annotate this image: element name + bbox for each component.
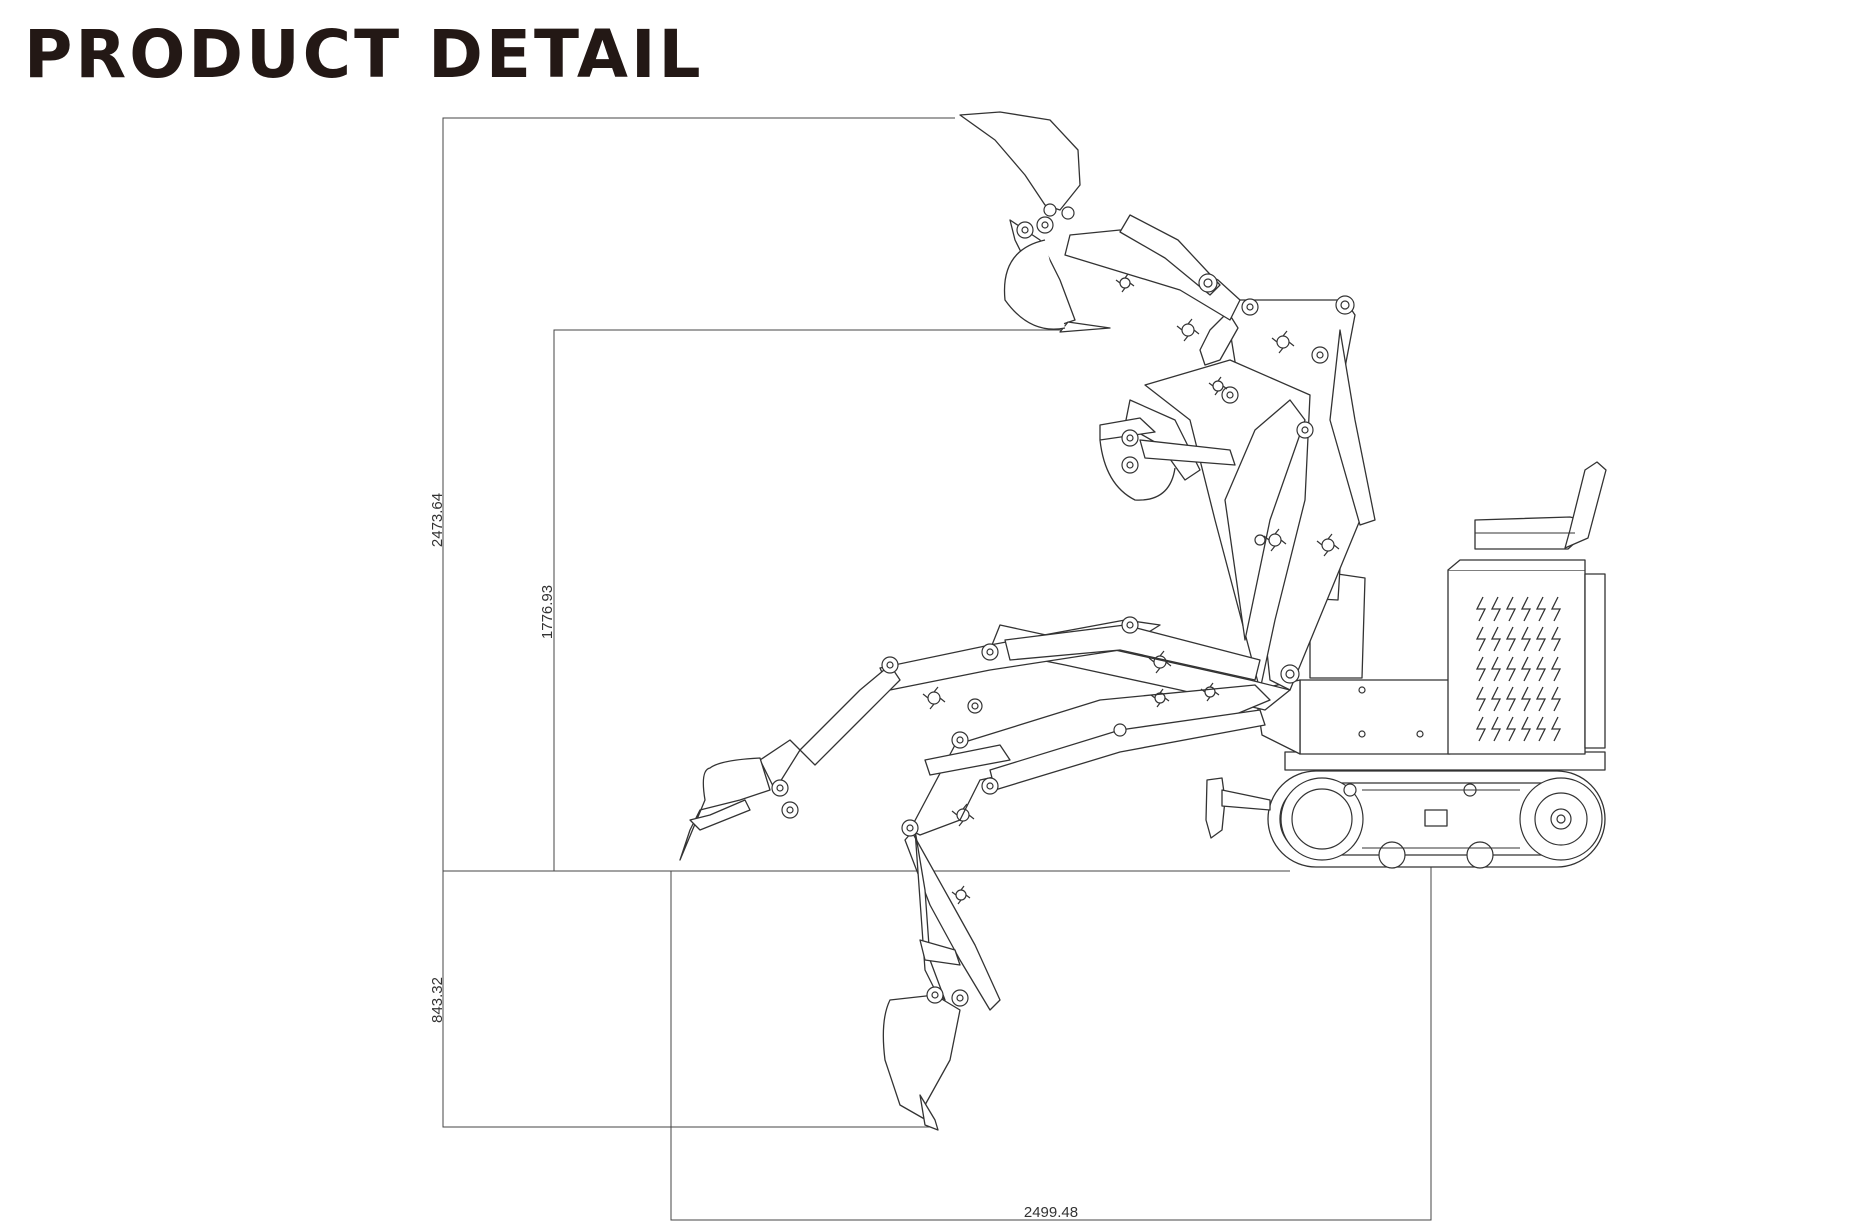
boom-logo-icon: [1150, 688, 1170, 708]
lightning-bolt-icon: [1550, 596, 1562, 622]
boom-logo-icon: [951, 885, 971, 905]
boom-logos: [922, 273, 1340, 905]
lightning-bolt-icon: [1520, 596, 1532, 622]
boom-logo-icon: [1176, 318, 1200, 342]
dim-max-height: 2473.64: [429, 493, 446, 547]
boom-logo-icon: [1115, 273, 1135, 293]
boom-logo-icon: [1263, 528, 1287, 552]
lightning-bolt-icon: [1490, 596, 1502, 622]
boom-logo-icon: [1316, 533, 1340, 557]
lightning-bolt-decals: [1475, 596, 1562, 742]
operator-seat: [1474, 461, 1607, 550]
dimension-lines: [442, 117, 1432, 1221]
dim-dig-depth: 843.32: [429, 977, 446, 1023]
page-title: PRODUCT DETAIL: [24, 16, 704, 93]
dim-reach: 2499.48: [1024, 1204, 1078, 1221]
arm-pose-reach: [679, 616, 1300, 861]
boom-logo-icon: [951, 803, 975, 827]
lightning-bolt-icon: [1535, 596, 1547, 622]
lightning-bolt-icon: [1475, 596, 1487, 622]
lightning-bolt-icon: [1505, 596, 1517, 622]
boom-logo-icon: [1208, 376, 1228, 396]
arm-pose-dig-depth: [882, 684, 1271, 1131]
dozer-blade: [1205, 777, 1271, 839]
arm-pose-mid: [1099, 359, 1314, 691]
boom-logo-icon: [922, 686, 946, 710]
boom-logo-icon: [1200, 682, 1220, 702]
track-undercarriage: [1267, 770, 1606, 869]
boom-logo-icon: [1148, 650, 1172, 674]
boom-logo-icon: [1271, 330, 1295, 354]
dim-dump-height: 1776.93: [539, 585, 556, 639]
